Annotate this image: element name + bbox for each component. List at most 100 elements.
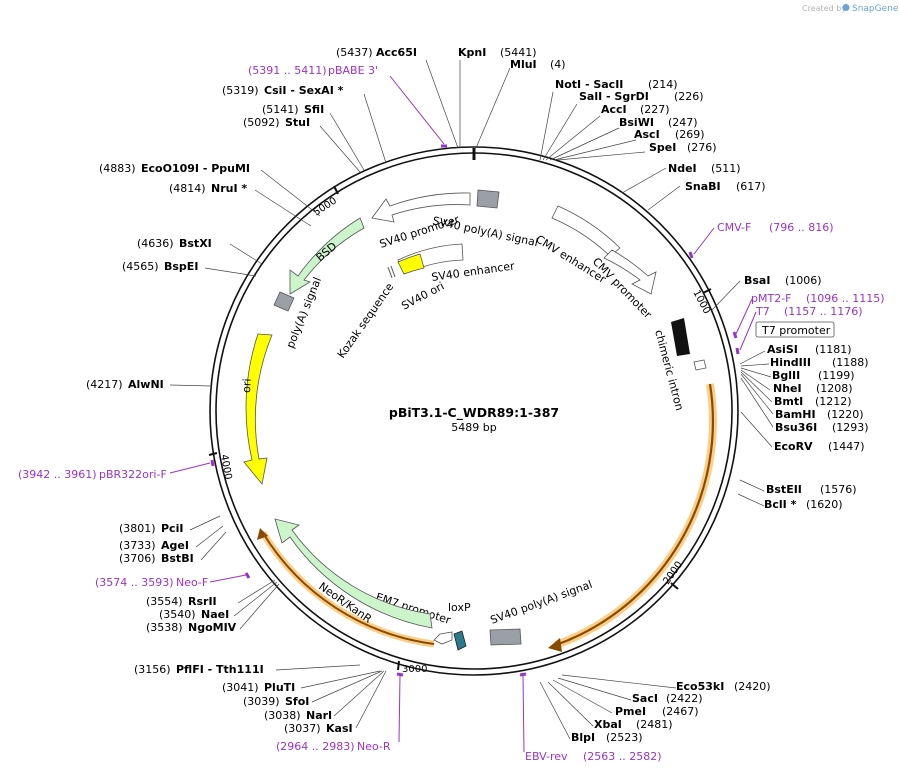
svg-text:(1199): (1199): [818, 369, 855, 382]
feature-label-sv40-enhancer: SV40 enhancer: [431, 259, 516, 284]
left-leaders: [169, 59, 459, 729]
site-snabi: SnaBI (617): [685, 180, 766, 193]
svg-text:(5437): (5437): [336, 46, 373, 59]
plasmid-name: pBiT3.1-C_WDR89:1-387: [389, 405, 559, 421]
feature-label-loxp: loxP: [448, 601, 471, 614]
site-bsu36i: Bsu36I(1293): [775, 421, 869, 434]
svg-text:RsrII: RsrII: [188, 595, 217, 608]
svg-text:(5092): (5092): [243, 116, 280, 129]
site-csii-sexai: (5319)CsiI - SexAI *: [222, 84, 344, 97]
svg-text:(3156): (3156): [134, 663, 171, 676]
orf-arc: [555, 383, 715, 647]
orf-glow: [554, 383, 717, 649]
svg-text:SfiI: SfiI: [304, 103, 324, 116]
svg-text:(3733): (3733): [119, 539, 156, 552]
primer-leaders: [169, 75, 757, 753]
site-nari: (3038) NarI: [264, 709, 332, 722]
right-leaders: [459, 60, 774, 740]
right-site-labels: KpnI(5441) MluI(4) NotI - SacII(214) Sal…: [458, 46, 869, 744]
svg-text:T7: T7: [755, 305, 770, 318]
svg-text:NarI: NarI: [306, 709, 332, 722]
svg-text:EBV-rev: EBV-rev: [525, 750, 568, 763]
svg-text:BstXI: BstXI: [179, 237, 212, 250]
site-xbai: XbaI(2481): [594, 718, 673, 731]
credit-prefix: Created by: [802, 4, 846, 13]
svg-text:BglII: BglII: [772, 369, 800, 382]
site-bglii: BglII (1199): [772, 369, 855, 382]
feature-label-sv40-ori: SV40 ori: [399, 279, 446, 312]
svg-text:SnaBI: SnaBI: [685, 180, 721, 193]
svg-text:(4217): (4217): [86, 378, 123, 391]
site-bstbi: (3706)BstBI: [119, 552, 194, 565]
polya-block: [273, 291, 295, 312]
svg-text:KasI: KasI: [326, 722, 353, 735]
primer-neof: (3574 .. 3593)Neo-F: [95, 576, 208, 589]
svg-text:pBABE 3': pBABE 3': [328, 64, 378, 77]
site-mlui: MluI(4): [510, 58, 566, 71]
svg-text:BsaI: BsaI: [744, 274, 770, 287]
primer-marks: [210, 144, 740, 677]
svg-text:(3038): (3038): [264, 709, 301, 722]
orf-arrowhead: [548, 638, 562, 652]
snapgene-logo-icon: [842, 4, 850, 11]
feature-cmv: CMV enhancer CMV promoter: [533, 205, 657, 321]
svg-text:(1212): (1212): [815, 395, 852, 408]
loxp-arrow: [453, 630, 467, 651]
svg-text:SfoI: SfoI: [285, 695, 309, 708]
svg-text:(3039): (3039): [243, 695, 280, 708]
svg-text:(2420): (2420): [734, 680, 771, 693]
svg-text:KpnI: KpnI: [458, 46, 486, 59]
primer-cmvf: CMV-F(796 .. 816): [717, 221, 834, 234]
svg-text:AgeI: AgeI: [161, 539, 189, 552]
svg-text:HindIII: HindIII: [770, 356, 811, 369]
svg-text:BamHI: BamHI: [775, 408, 816, 421]
site-bcli: BclI *(1620): [764, 498, 843, 511]
primer-mark: [244, 572, 251, 579]
tick-mark: [333, 185, 339, 195]
site-ndei: NdeI(511): [668, 162, 741, 175]
feature-chimeric-intron: chimeric intron: [652, 318, 707, 412]
site-bstxi: (4636)BstXI: [137, 237, 212, 250]
svg-text:NotI - SacII: NotI - SacII: [555, 78, 623, 91]
tick-mark: [670, 582, 679, 590]
tick-mark: [702, 288, 712, 294]
site-hindiii: HindIII(1188): [770, 356, 869, 369]
site-sfii: (5141)SfiI: [262, 103, 324, 116]
sv40-promoter-arrow: [371, 192, 471, 223]
tick-label-3000: 3000: [402, 664, 427, 675]
ori-arrow: [243, 333, 273, 485]
tick-mark: [397, 660, 400, 671]
feature-ori: ori: [240, 333, 273, 485]
site-pluti: (3041)PluTI: [222, 681, 295, 694]
svg-text:(1576): (1576): [820, 483, 857, 496]
kozak-mark: [387, 266, 393, 279]
site-bamhi: BamHI(1220): [775, 408, 864, 421]
primer-t7: T7(1157 .. 1176): [755, 305, 863, 318]
feature-neor: NeoR/KanR: [257, 518, 435, 648]
svg-text:(3037): (3037): [284, 722, 321, 735]
svg-text:(2563 .. 2582): (2563 .. 2582): [583, 750, 662, 763]
svg-text:(1447): (1447): [828, 440, 865, 453]
primer-mark: [735, 347, 740, 355]
site-pcii: (3801)PciI: [119, 522, 183, 535]
svg-text:(4): (4): [550, 58, 566, 71]
svg-text:NheI: NheI: [773, 382, 802, 395]
primer-mark: [732, 331, 738, 339]
left-site-labels: (5437)Acc65I (5319)CsiI - SexAI * (5141)…: [86, 46, 417, 735]
svg-text:AlwNI: AlwNI: [128, 378, 164, 391]
tick-5000: 5000: [312, 185, 339, 219]
site-sfoi: (3039) SfoI: [243, 695, 309, 708]
svg-text:(617): (617): [736, 180, 766, 193]
svg-text:BmtI: BmtI: [774, 395, 803, 408]
site-bmti: BmtI (1212): [774, 395, 852, 408]
svg-text:BstBI: BstBI: [161, 552, 194, 565]
orf-highlight: [548, 383, 717, 652]
svg-text:SalI - SgrDI: SalI - SgrDI: [579, 90, 649, 103]
site-naei: (3540)NaeI: [159, 608, 229, 621]
svg-text:(227): (227): [640, 103, 670, 116]
svg-text:(3554): (3554): [146, 595, 183, 608]
svg-text:NdeI: NdeI: [668, 162, 697, 175]
svg-text:pBR322ori-F: pBR322ori-F: [99, 468, 167, 481]
t7-promoter-label: T7 promoter: [761, 324, 831, 337]
tick-label-1000: 1000: [690, 288, 712, 316]
